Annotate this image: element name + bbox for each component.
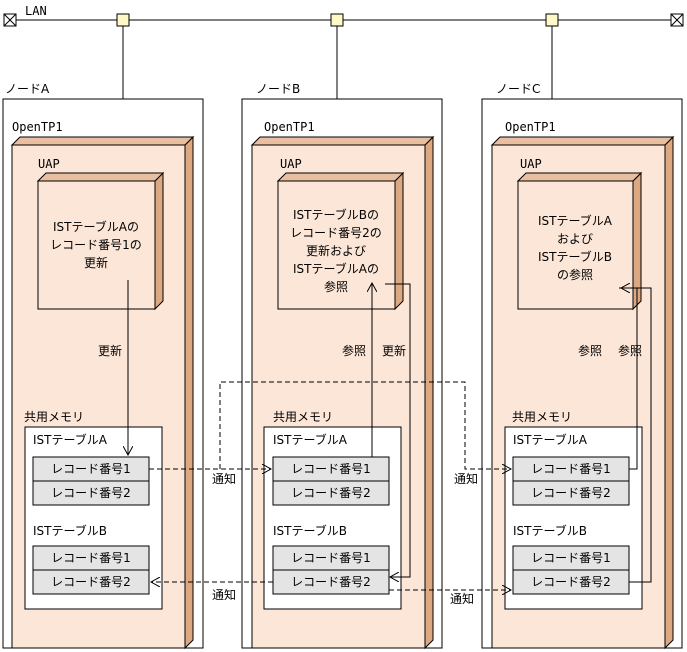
label-c-refer-b: 参照 (618, 343, 642, 358)
node-a-uap-line-1: ISTテーブルAの (53, 219, 139, 234)
label-c-refer-a: 参照 (578, 343, 602, 358)
node-b-uap-line-4: ISTテーブルAの (293, 261, 379, 276)
node-b-title: ノードB (256, 82, 300, 96)
node-b (241, 98, 443, 650)
node-c-table-a-label: ISTテーブルA (513, 432, 588, 447)
node-a-table-a-label: ISTテーブルA (33, 432, 108, 447)
arrow-b-update (385, 283, 411, 577)
lan-line (3, 13, 684, 99)
node-b-table-a-label: ISTテーブルA (273, 432, 348, 447)
node-b-shared-memory-label: 共用メモリ (273, 410, 333, 424)
node-a-uap-line-3: 更新 (84, 255, 108, 270)
node-b-table-a-record-1: レコード番号1 (291, 462, 371, 476)
node-c-shared-memory-label: 共用メモリ (512, 410, 572, 424)
node-a-table-b-record-1: レコード番号1 (51, 551, 131, 565)
node-a-uap-line-2: レコード番号1の (50, 238, 142, 252)
node-b-uap-label: UAP (280, 157, 302, 171)
node-c-uap-line-3: ISTテーブルB (538, 249, 612, 264)
label-notify-b-to-c: 通知 (450, 592, 474, 606)
label-a-update: 更新 (98, 343, 122, 358)
node-b-uap-line-3: 更新および (306, 243, 366, 258)
lan-label: LAN (25, 4, 47, 18)
node-a-table-b-record-2: レコード番号2 (51, 575, 131, 589)
node-c-table-a-record-2: レコード番号2 (531, 486, 611, 500)
node-b-table-b-record-2: レコード番号2 (291, 575, 371, 589)
label-notify-a-to-b: 通知 (212, 472, 236, 486)
lan-tap-c (545, 13, 559, 27)
node-c-uap-label: UAP (520, 157, 542, 171)
node-b-opentp1-label: OpenTP1 (264, 120, 315, 134)
node-a-table-a-record-1: レコード番号1 (51, 462, 131, 476)
node-a-title: ノードA (5, 82, 50, 96)
arrow-c-refer-b (621, 288, 652, 583)
node-a-shared-memory-label: 共用メモリ (24, 410, 84, 424)
node-c-opentp1-label: OpenTP1 (505, 120, 556, 134)
node-a-table-b-label: ISTテーブルB (33, 523, 107, 538)
node-b-uap-line-2: レコード番号2の (290, 226, 382, 240)
node-c-title: ノードC (496, 82, 540, 96)
label-b-refer: 参照 (342, 343, 366, 358)
lan-tap-a (116, 13, 130, 27)
node-c-uap-line-4: の参照 (557, 267, 593, 282)
node-a-uap-label: UAP (38, 157, 60, 171)
node-c (481, 98, 683, 650)
node-a-opentp1-label: OpenTP1 (12, 120, 63, 134)
node-b-table-b-label: ISTテーブルB (273, 523, 347, 538)
lan-tap-b (330, 13, 344, 27)
node-b-table-b-record-1: レコード番号1 (291, 551, 371, 565)
node-c-table-a-record-1: レコード番号1 (531, 462, 611, 476)
node-c-uap-line-2: および (557, 232, 593, 246)
node-b-table-a-record-2: レコード番号2 (291, 486, 371, 500)
label-notify-b-to-a: 通知 (212, 588, 236, 602)
node-c-table-b-record-2: レコード番号2 (531, 575, 611, 589)
node-b-uap-line-5: 参照 (324, 279, 348, 294)
node-a (2, 98, 204, 650)
node-c-uap-line-1: ISTテーブルA (538, 213, 613, 228)
node-c-table-b-record-1: レコード番号1 (531, 551, 611, 565)
notify-a-to-c (219, 381, 511, 469)
node-c-table-b-label: ISTテーブルB (513, 523, 587, 538)
label-b-update: 更新 (382, 343, 406, 358)
node-a-table-a-record-2: レコード番号2 (51, 486, 131, 500)
label-notify-a-to-c: 通知 (454, 472, 478, 486)
node-b-uap-line-1: ISTテーブルBの (293, 207, 379, 222)
